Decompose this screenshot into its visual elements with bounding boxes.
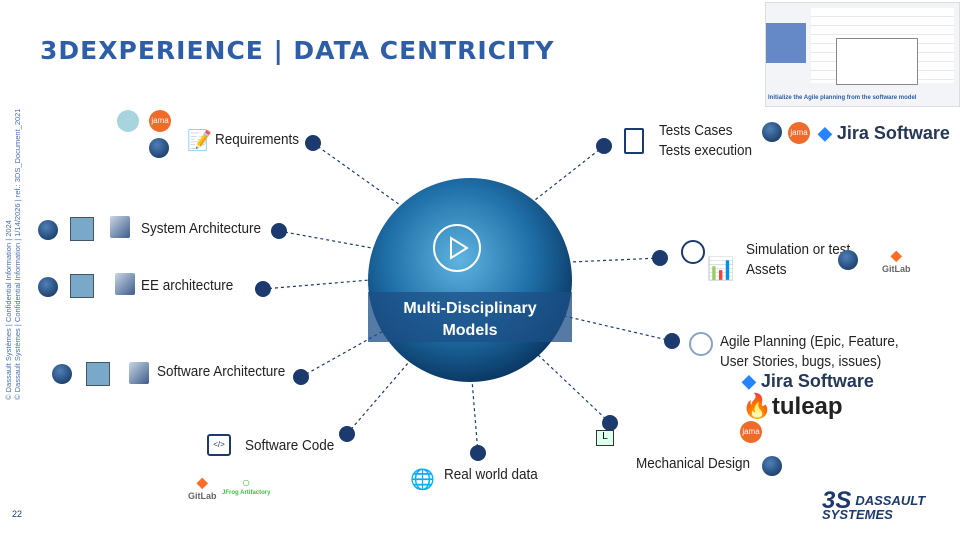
3dexperience-compass-icon: [38, 220, 58, 240]
requirements-label: Requirements: [215, 131, 300, 148]
jira-software-logo: ◆ Jira Software: [742, 371, 874, 391]
page-title: 3DEXPERIENCE | DATA CENTRICITY: [40, 36, 555, 65]
systemes-text: SYSTEMES: [822, 507, 893, 522]
agile-planning-screenshot-thumbnail: Initialize the Agile planning from the s…: [765, 2, 960, 107]
thumbnail-caption: Initialize the Agile planning from the s…: [768, 95, 917, 101]
door-app-icon: [117, 110, 139, 132]
gitlab-logo: ◆GitLab: [882, 247, 911, 274]
central-sphere: [368, 178, 572, 382]
ee-architecture-label: EE architecture: [141, 277, 234, 294]
catia-magic-icon: [70, 217, 94, 241]
assets-text: Assets: [746, 261, 787, 278]
analytics-chart-icon: 📊: [707, 256, 735, 281]
code-icon: </>: [207, 434, 231, 456]
simulation-text: Simulation or test: [746, 241, 851, 258]
play-icon: [433, 224, 481, 272]
jfrog-artifactory-logo: ○JFrog Artifactory: [222, 474, 271, 496]
3dexperience-compass-icon: [149, 138, 169, 158]
globe-icon: 🌐: [410, 469, 435, 491]
jama-icon: jama: [740, 421, 762, 443]
copyright-notice: © Dassault Systèmes | Confidential Infor…: [4, 108, 22, 400]
copyright-line1: © Dassault Systèmes | Confidential Infor…: [4, 220, 13, 400]
system-architecture-label: System Architecture: [141, 220, 262, 237]
dassault-text: DASSAULT: [855, 493, 926, 508]
page-number: 22: [12, 509, 23, 519]
real-world-data-label: Real world data: [444, 466, 538, 483]
catia-magic-icon: [70, 274, 94, 298]
3dexperience-compass-icon: [38, 277, 58, 297]
sysml-icon: [110, 216, 130, 238]
catia-icon: L: [596, 430, 614, 446]
node-dots: [255, 135, 680, 461]
software-code-label: Software Code: [245, 437, 335, 454]
3dexperience-compass-icon: [762, 122, 782, 142]
3dexperience-compass-icon: [762, 456, 782, 476]
gitlab-text: GitLab: [882, 264, 911, 274]
center-label-line1: Multi-Disciplinary: [403, 300, 537, 317]
agile-planning-label: Agile Planning (Epic, Feature, User Stor…: [720, 332, 899, 372]
tests-label: Tests Cases Tests execution: [659, 121, 752, 161]
agile-line2-text: User Stories, bugs, issues): [720, 353, 882, 370]
3dexperience-compass-icon: [52, 364, 72, 384]
jira-text: Jira Software: [760, 371, 874, 391]
jfrog-text: JFrog Artifactory: [222, 490, 271, 496]
gitlab-text: GitLab: [188, 491, 217, 501]
software-architecture-label: Software Architecture: [157, 363, 286, 380]
center-label: Multi-Disciplinary Models: [368, 298, 572, 342]
jira-text: Jira Software: [836, 123, 950, 143]
gitlab-logo: ◆GitLab: [188, 474, 217, 501]
dassault-systemes-logo: 3S DASSAULT SYSTEMES: [822, 487, 926, 522]
tests-execution-text: Tests execution: [659, 142, 753, 159]
mechanical-design-label: Mechanical Design: [636, 455, 751, 472]
tuleap-logo: 🔥tuleap: [742, 393, 843, 420]
catia-magic-icon: [86, 362, 110, 386]
copyright-line2: © Dassault Systèmes | Confidential Infor…: [13, 108, 22, 400]
document-edit-icon: 📝: [187, 130, 212, 152]
3dexperience-compass-icon: [838, 250, 858, 270]
simulation-label: Simulation or test Assets: [746, 240, 850, 280]
jama-icon: jama: [149, 110, 171, 132]
tests-cases-text: Tests Cases: [659, 122, 733, 139]
jama-icon: jama: [788, 122, 810, 144]
tuleap-text: tuleap: [771, 393, 843, 420]
center-label-line2: Models: [442, 322, 498, 339]
sysml-icon: [115, 273, 135, 295]
agile-cycle-icon: [689, 332, 713, 356]
jira-software-logo: ◆ Jira Software: [818, 123, 950, 143]
uml-icon: [129, 362, 149, 384]
play-circle-icon: [681, 240, 705, 264]
checklist-icon: [624, 128, 644, 154]
agile-line1-text: Agile Planning (Epic, Feature,: [720, 333, 899, 350]
